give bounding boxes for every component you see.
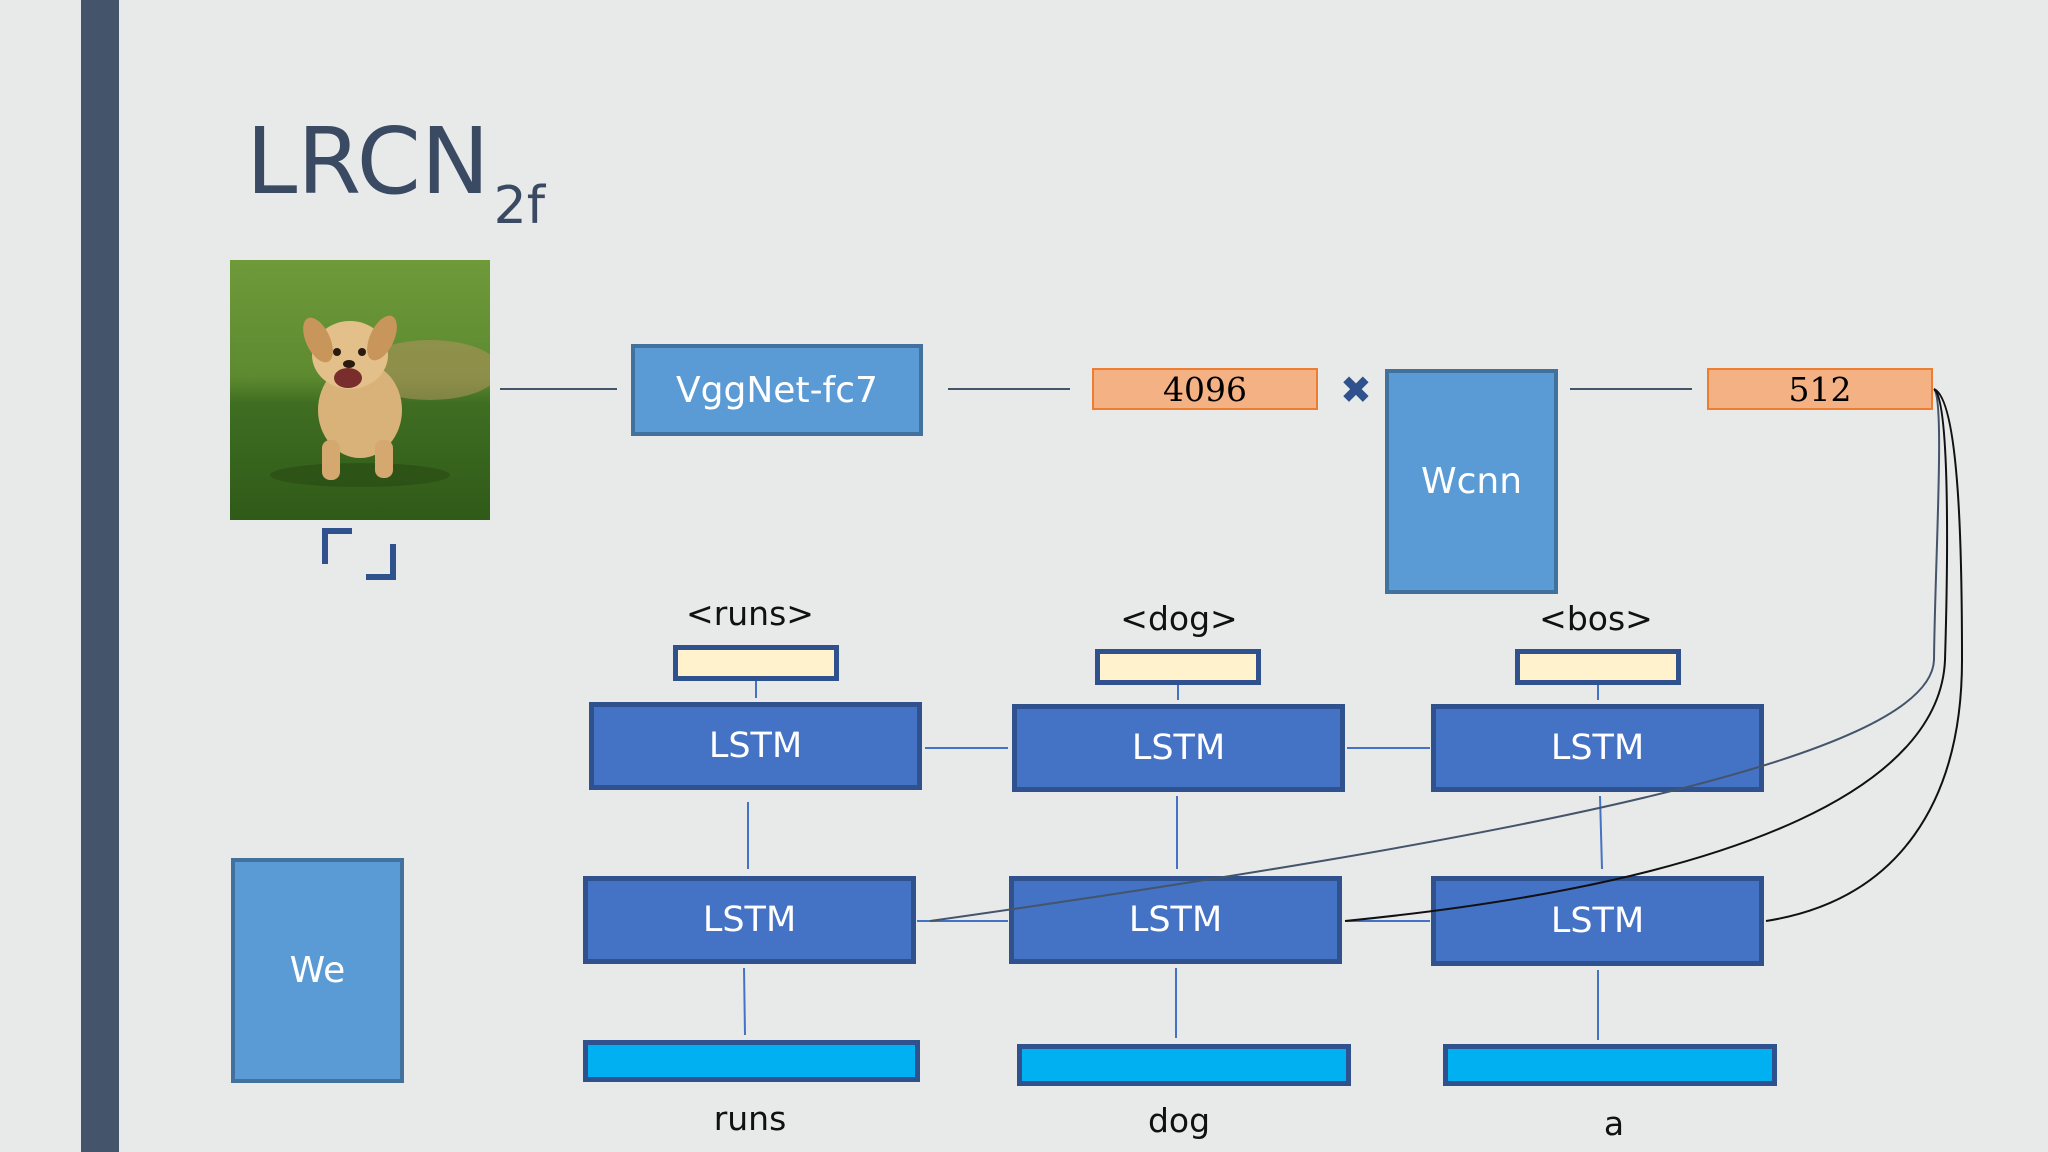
vggnet-fc7-block: VggNet-fc7 xyxy=(631,344,923,436)
we-label: We xyxy=(289,950,346,991)
lstm-label: LSTM xyxy=(708,726,803,766)
times-symbol: ✖ xyxy=(1340,368,1372,412)
embedding-slot-dog xyxy=(1095,649,1261,685)
we-embedding-block: We xyxy=(231,858,404,1083)
lstm-label: LSTM xyxy=(702,900,797,940)
embedding-slot-bos xyxy=(1515,649,1681,685)
projected-vector-512: 512 xyxy=(1707,368,1933,410)
lstm-label: LSTM xyxy=(1128,900,1223,940)
projected-dim-label: 512 xyxy=(1788,369,1852,409)
lstm-label: LSTM xyxy=(1550,728,1645,768)
slide-title: LRCN2f xyxy=(246,116,545,233)
feature-vector-4096: 4096 xyxy=(1092,368,1318,410)
input-image-puppy xyxy=(230,260,490,520)
title-text: LRCN xyxy=(246,108,490,215)
output-word-a: a xyxy=(1603,1104,1625,1143)
wcnn-label: Wcnn xyxy=(1420,461,1523,502)
input-token-runs: <runs> xyxy=(686,594,814,633)
wcnn-block: Wcnn xyxy=(1385,369,1558,594)
embedding-slot-runs xyxy=(673,645,839,681)
output-vector-dog xyxy=(1017,1044,1351,1086)
vggnet-label: VggNet-fc7 xyxy=(676,369,878,411)
feature-dim-label: 4096 xyxy=(1163,369,1247,409)
output-vector-a xyxy=(1443,1044,1777,1086)
input-token-bos: <bos> xyxy=(1539,599,1653,638)
lstm-label: LSTM xyxy=(1131,728,1226,768)
lstm-layer1-bos: LSTM xyxy=(1431,704,1764,792)
output-vector-runs xyxy=(583,1040,920,1082)
slide-accent-bar xyxy=(81,0,119,1152)
lstm-layer1-runs: LSTM xyxy=(589,702,922,790)
output-word-runs: runs xyxy=(713,1099,787,1138)
multiply-icon: ✖ xyxy=(1340,368,1372,412)
input-token-dog: <dog> xyxy=(1120,599,1238,638)
lstm-layer2-bos: LSTM xyxy=(1431,876,1764,966)
crop-icon xyxy=(322,528,396,580)
lstm-label: LSTM xyxy=(1550,901,1645,941)
lstm-layer2-runs: LSTM xyxy=(583,876,916,964)
lstm-layer2-dog: LSTM xyxy=(1009,876,1342,964)
lstm-layer1-dog: LSTM xyxy=(1012,704,1345,792)
output-word-dog: dog xyxy=(1147,1101,1211,1140)
title-subscript: 2f xyxy=(493,176,546,236)
